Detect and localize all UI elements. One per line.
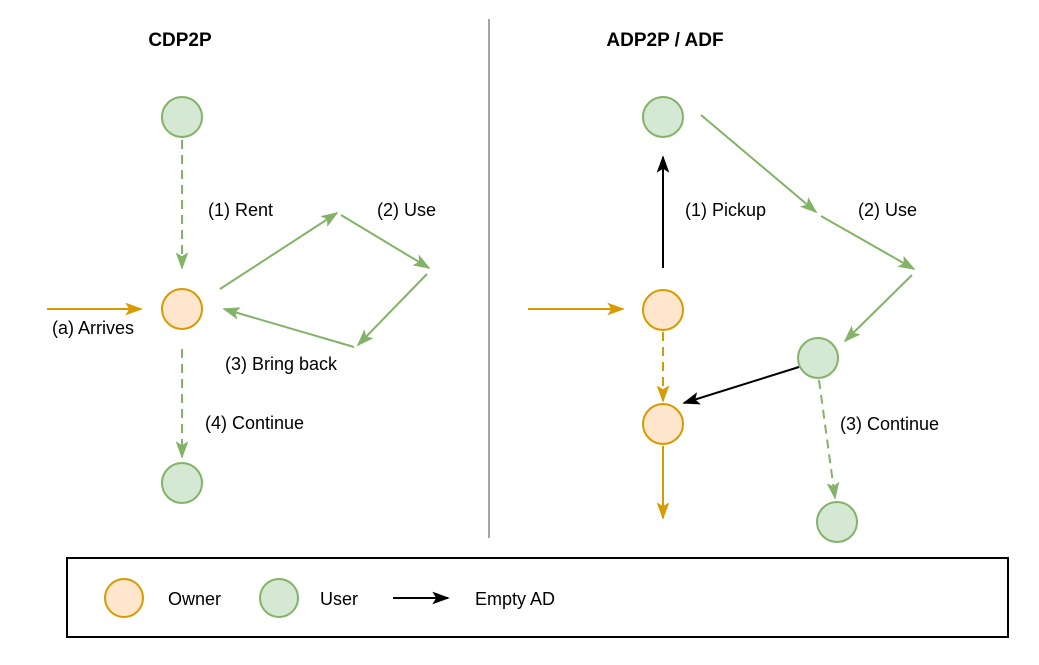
- legend-user-icon: [259, 578, 299, 618]
- left-panel: CDP2P (1) Rent (a) Arrives (2) Use (3) B…: [47, 30, 436, 504]
- left-bring-back-label: (3) Bring back: [225, 354, 338, 374]
- left-loop-arrow-3: [358, 273, 428, 345]
- right-panel: ADP2P / ADF (1) Pickup (2) Use (3) Conti…: [528, 30, 939, 543]
- right-use-arrow-1: [700, 114, 816, 212]
- right-user-node-bottom: [816, 501, 858, 543]
- legend-box: [66, 557, 1009, 638]
- right-use-arrow-2: [820, 215, 914, 270]
- left-loop-arrow-2: [340, 214, 429, 268]
- right-panel-title: ADP2P / ADF: [606, 30, 723, 51]
- left-user-node-bottom: [161, 462, 203, 504]
- right-use-label: (2) Use: [858, 200, 917, 220]
- right-use-arrow-3: [845, 274, 913, 341]
- legend: Owner User Empty AD: [66, 557, 1009, 638]
- right-continue-arrow: [818, 379, 835, 498]
- right-pickup-label: (1) Pickup: [685, 200, 766, 220]
- left-panel-title: CDP2P: [148, 30, 212, 51]
- right-user-node-top: [642, 96, 684, 138]
- left-use-label: (2) Use: [377, 200, 436, 220]
- legend-user-label: User: [320, 589, 358, 609]
- right-continue-label: (3) Continue: [840, 414, 939, 434]
- left-user-node-top: [161, 96, 203, 138]
- right-empty-ad-arrow: [684, 366, 800, 403]
- right-user-node-middle: [797, 337, 839, 379]
- left-continue-label: (4) Continue: [205, 413, 304, 433]
- legend-owner-icon: [104, 578, 144, 618]
- left-bring-back-arrow: [224, 309, 355, 348]
- right-owner-node-bottom: [642, 403, 684, 445]
- right-owner-node-top: [642, 289, 684, 331]
- legend-empty-ad-label: Empty AD: [475, 589, 555, 609]
- legend-owner-label: Owner: [168, 589, 221, 609]
- left-owner-node: [161, 288, 203, 330]
- left-arrives-label: (a) Arrives: [52, 318, 134, 338]
- left-loop-arrow-1: [219, 213, 337, 290]
- left-rent-label: (1) Rent: [208, 200, 273, 220]
